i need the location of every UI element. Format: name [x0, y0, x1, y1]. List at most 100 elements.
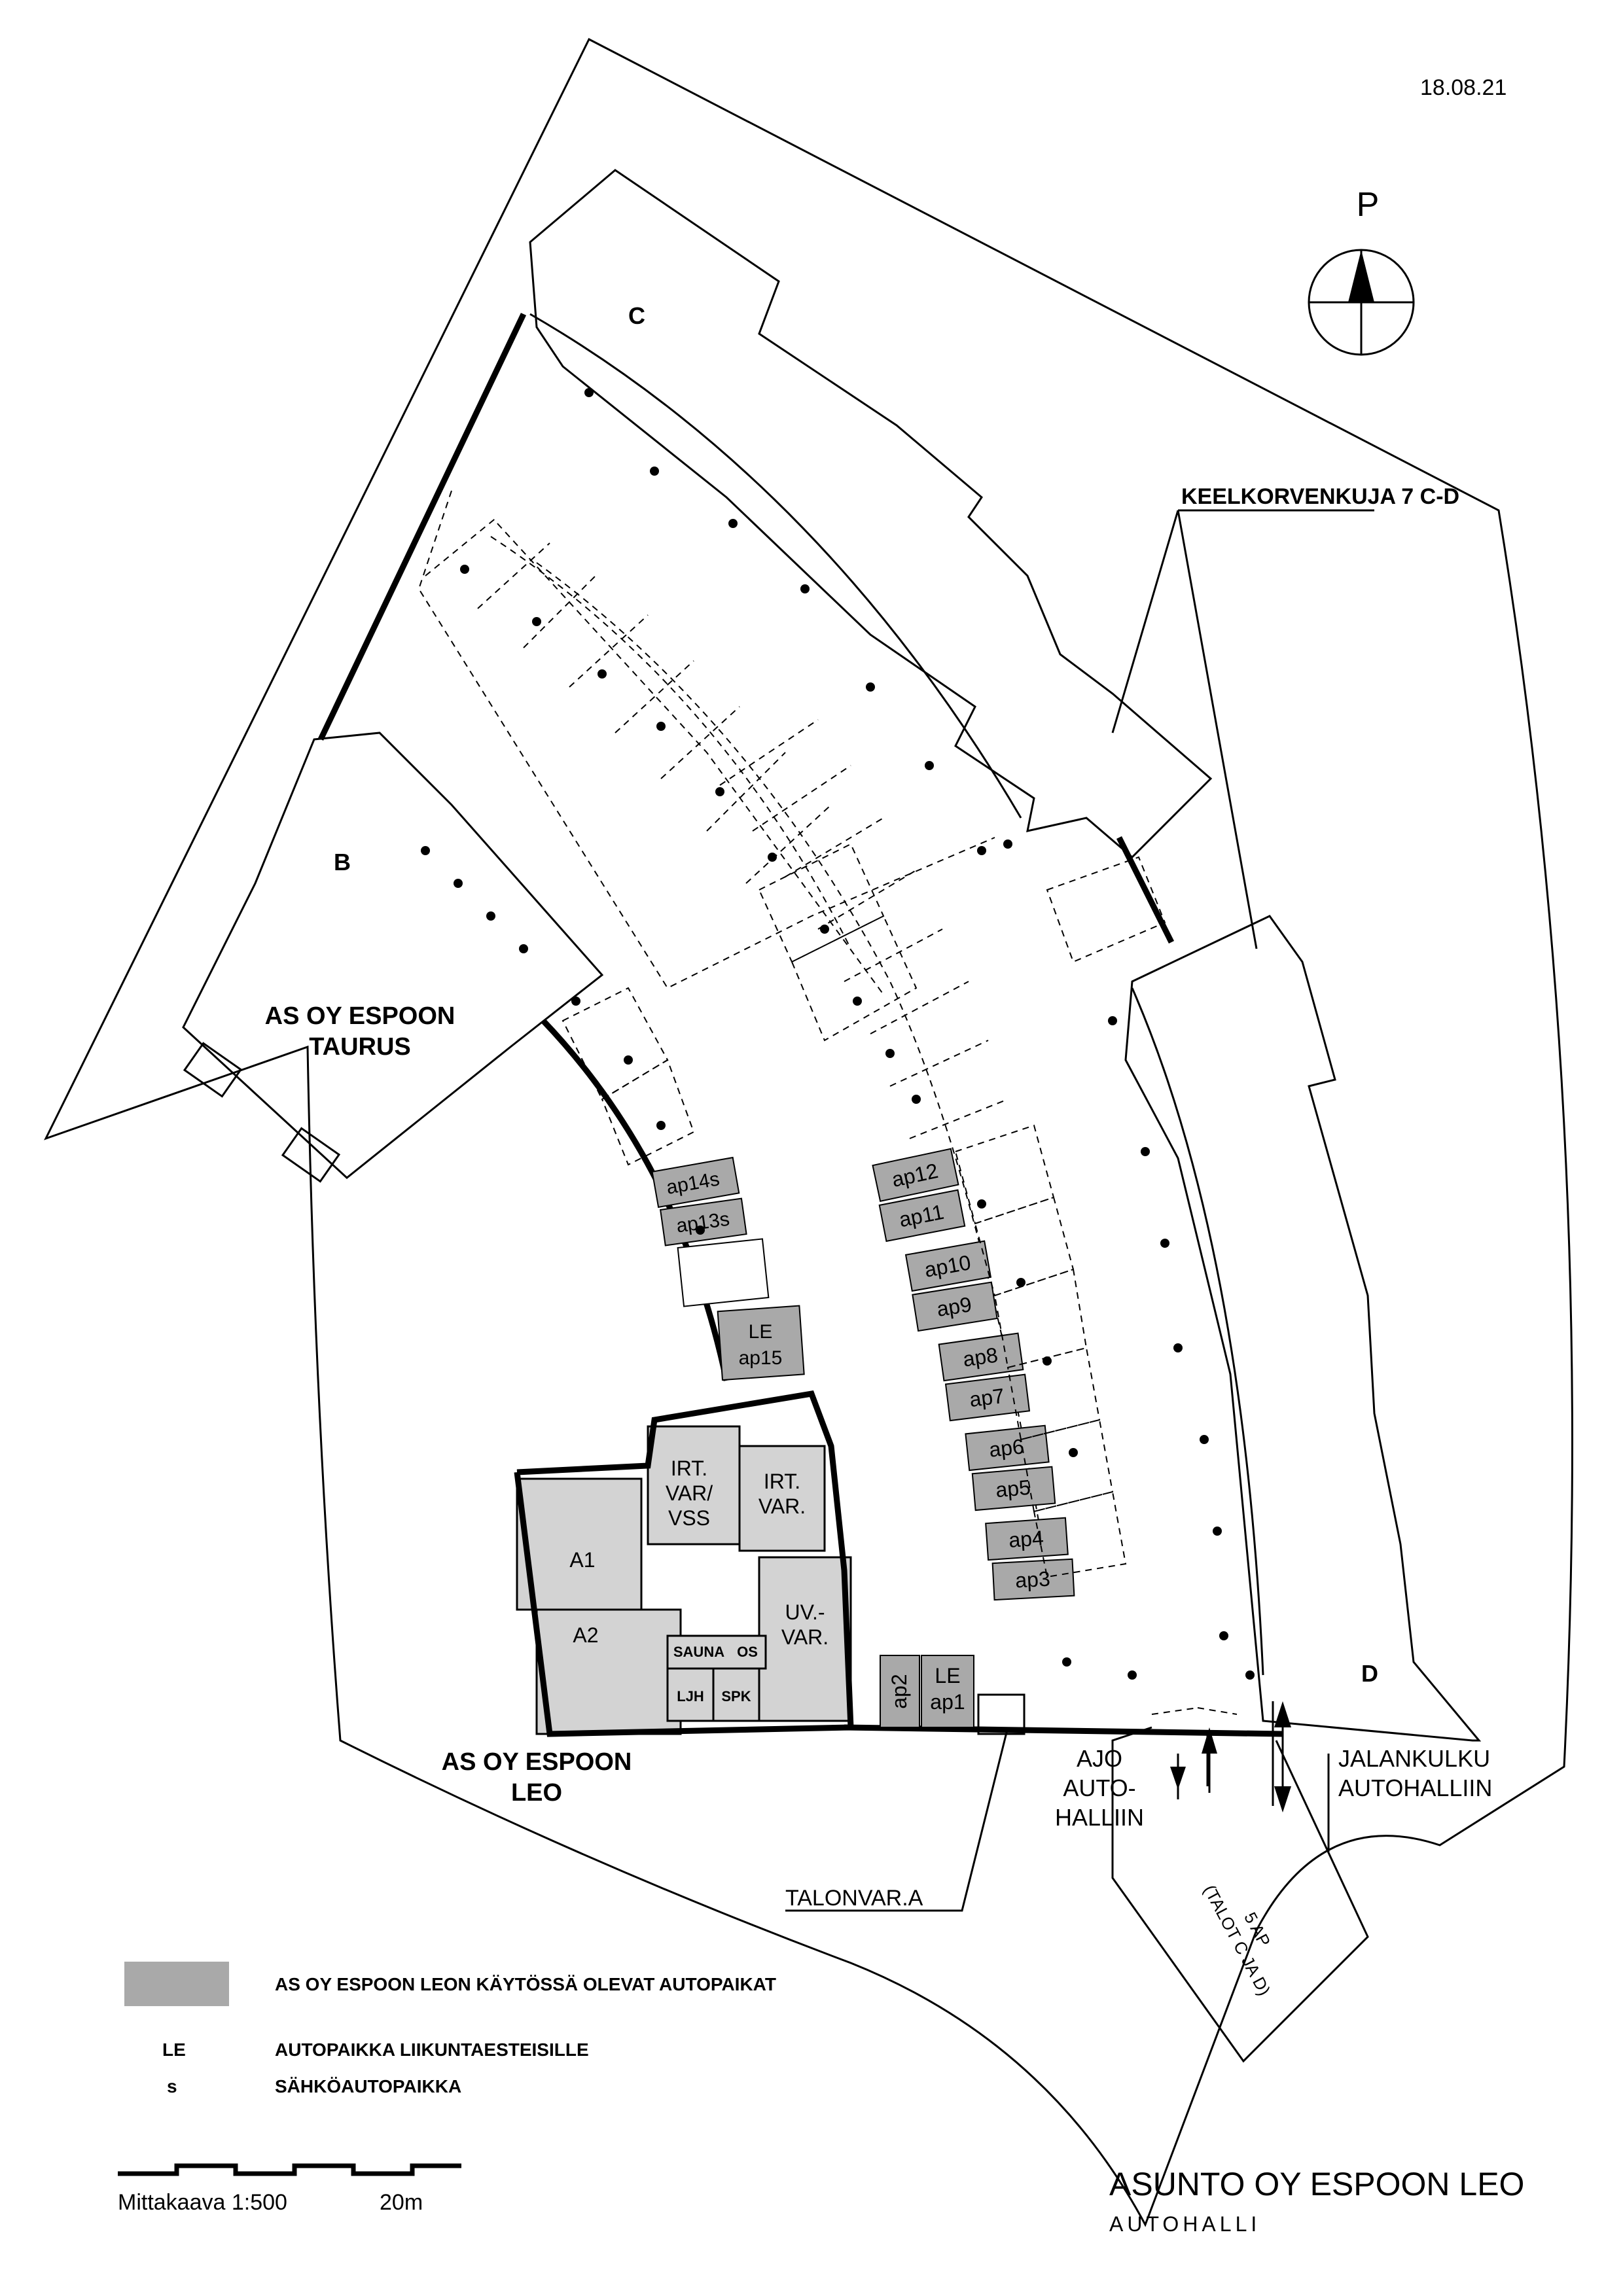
parking-spot-label: LE [935, 1664, 960, 1687]
parking-spot [912, 1281, 998, 1332]
column-dot [1160, 1239, 1169, 1248]
column-dot [460, 565, 469, 574]
column-dot [1043, 1356, 1052, 1366]
street-leader-line [1111, 509, 1374, 949]
scale-length: 20m [380, 2190, 423, 2215]
column-dot [1062, 1657, 1071, 1667]
taurus-label: TAURUS [309, 1033, 411, 1061]
parking-row-outer [418, 490, 1166, 1042]
parking-spot-label: ap9 [935, 1292, 973, 1321]
talonvara-leader-line [785, 1727, 1009, 1912]
ramp-note: 5 AP (TALOT C JA D) [1200, 1882, 1274, 1999]
column-dot [454, 879, 463, 888]
taurus-label: AS OY ESPOON [265, 1002, 455, 1030]
column-dot [656, 722, 666, 731]
scale-bar [118, 2163, 461, 2176]
north-compass-icon [1308, 249, 1415, 356]
room-irt-var-label: VAR. [758, 1494, 806, 1518]
column-dot [519, 944, 528, 953]
parking-spot [677, 1238, 770, 1307]
site-boundary [44, 37, 1573, 2227]
parking-spot-label: ap7 [968, 1384, 1005, 1411]
scale-label: Mittakaava 1:500 [118, 2190, 287, 2215]
column-markers [421, 388, 1255, 1680]
column-dot [977, 1199, 986, 1209]
legend-s-text: SÄHKÖAUTOPAIKKA [275, 2076, 461, 2096]
room-uv-var-label: UV.- [785, 1600, 825, 1624]
room-irt-var-vss-label: VSS [668, 1506, 710, 1530]
column-dot [584, 388, 594, 397]
parking-spot [660, 1197, 747, 1246]
leo-label: LEO [511, 1779, 562, 1807]
parking-spot [872, 1148, 959, 1203]
parking-spot-label: ap5 [995, 1475, 1031, 1502]
title-block-title: ASUNTO OY ESPOON LEO [1109, 2166, 1524, 2202]
column-dot [597, 669, 607, 679]
parking-spot [991, 1558, 1075, 1601]
building-b-balcony [281, 1127, 341, 1183]
column-dot [1173, 1343, 1183, 1352]
street-label: KEELKORVENKUJA 7 C-D [1181, 484, 1459, 509]
column-dot [1128, 1670, 1137, 1680]
parking-spot-label: ap8 [961, 1343, 999, 1371]
column-dot [1108, 1016, 1117, 1025]
column-dot [696, 1226, 705, 1235]
legend-le-text: AUTOPAIKKA LIIKUNTAESTEISILLE [275, 2040, 589, 2060]
legend-s-key: s [167, 2076, 177, 2096]
parking-spot [878, 1189, 966, 1243]
legend-swatch-text: AS OY ESPOON LEON KÄYTÖSSÄ OLEVAT AUTOPA… [275, 1974, 776, 1994]
title-block-subtitle: AUTOHALLI [1109, 2212, 1260, 2236]
column-dot [912, 1095, 921, 1104]
leo-label: AS OY ESPOON [442, 1748, 632, 1776]
leo-building [514, 1390, 854, 1737]
legend-le-key: LE [162, 2040, 186, 2060]
garage-outer-wall [529, 313, 1264, 1676]
legend-swatch [124, 1962, 229, 2006]
drive-in-arrow-icon [1170, 1754, 1186, 1793]
building-d-outline [1124, 915, 1482, 1742]
room-a2-label: A2 [573, 1623, 598, 1647]
parking-spot-label: LE [749, 1321, 773, 1343]
column-dot [656, 1121, 666, 1130]
room-sauna-label: SAUNA [673, 1644, 724, 1660]
parking-spot [985, 1517, 1069, 1561]
column-dot [925, 761, 934, 770]
drive-out-arrow-icon [1202, 1727, 1217, 1793]
parking-spot [938, 1332, 1024, 1382]
garage-west-wall [317, 313, 527, 741]
column-dot [866, 682, 875, 692]
parking-spot-label: ap6 [988, 1434, 1026, 1461]
parking-spot-label: ap4 [1008, 1526, 1044, 1552]
column-dot [885, 1049, 895, 1058]
room-os-label: OS [737, 1644, 758, 1660]
parking-spot [971, 1466, 1056, 1511]
column-dot [715, 787, 724, 796]
garage-south-wall [844, 1724, 1283, 1737]
parking-spot [965, 1424, 1050, 1472]
column-dot [650, 467, 659, 476]
building-c-outline [529, 169, 1213, 859]
parking-spot-label: ap2 [887, 1674, 911, 1708]
column-dot [1003, 839, 1012, 849]
building-d-label: D [1361, 1660, 1378, 1687]
column-dot [1219, 1631, 1228, 1640]
north-label: P [1357, 186, 1380, 224]
room-spk-label: SPK [721, 1688, 751, 1704]
column-dot [800, 584, 810, 593]
talonvara-label: TALONVAR.A [785, 1886, 923, 1911]
column-dot [421, 846, 430, 855]
drive-in-label: AUTO- [1063, 1775, 1135, 1801]
room-irt-var-label: IRT. [764, 1470, 800, 1493]
column-dot [1200, 1435, 1209, 1444]
parking-spot-label: ap3 [1014, 1567, 1050, 1593]
pedestrian-label: JALANKULKU [1338, 1745, 1490, 1772]
column-dot [486, 911, 495, 921]
room-irt-var-vss-label: IRT. [671, 1457, 707, 1480]
parking-spot-label: ap15 [739, 1347, 783, 1369]
parking-spot [651, 1156, 740, 1209]
room-irt-var-vss-label: VAR/ [666, 1481, 713, 1505]
column-dot [1245, 1670, 1255, 1680]
building-b-balcony [183, 1042, 243, 1098]
